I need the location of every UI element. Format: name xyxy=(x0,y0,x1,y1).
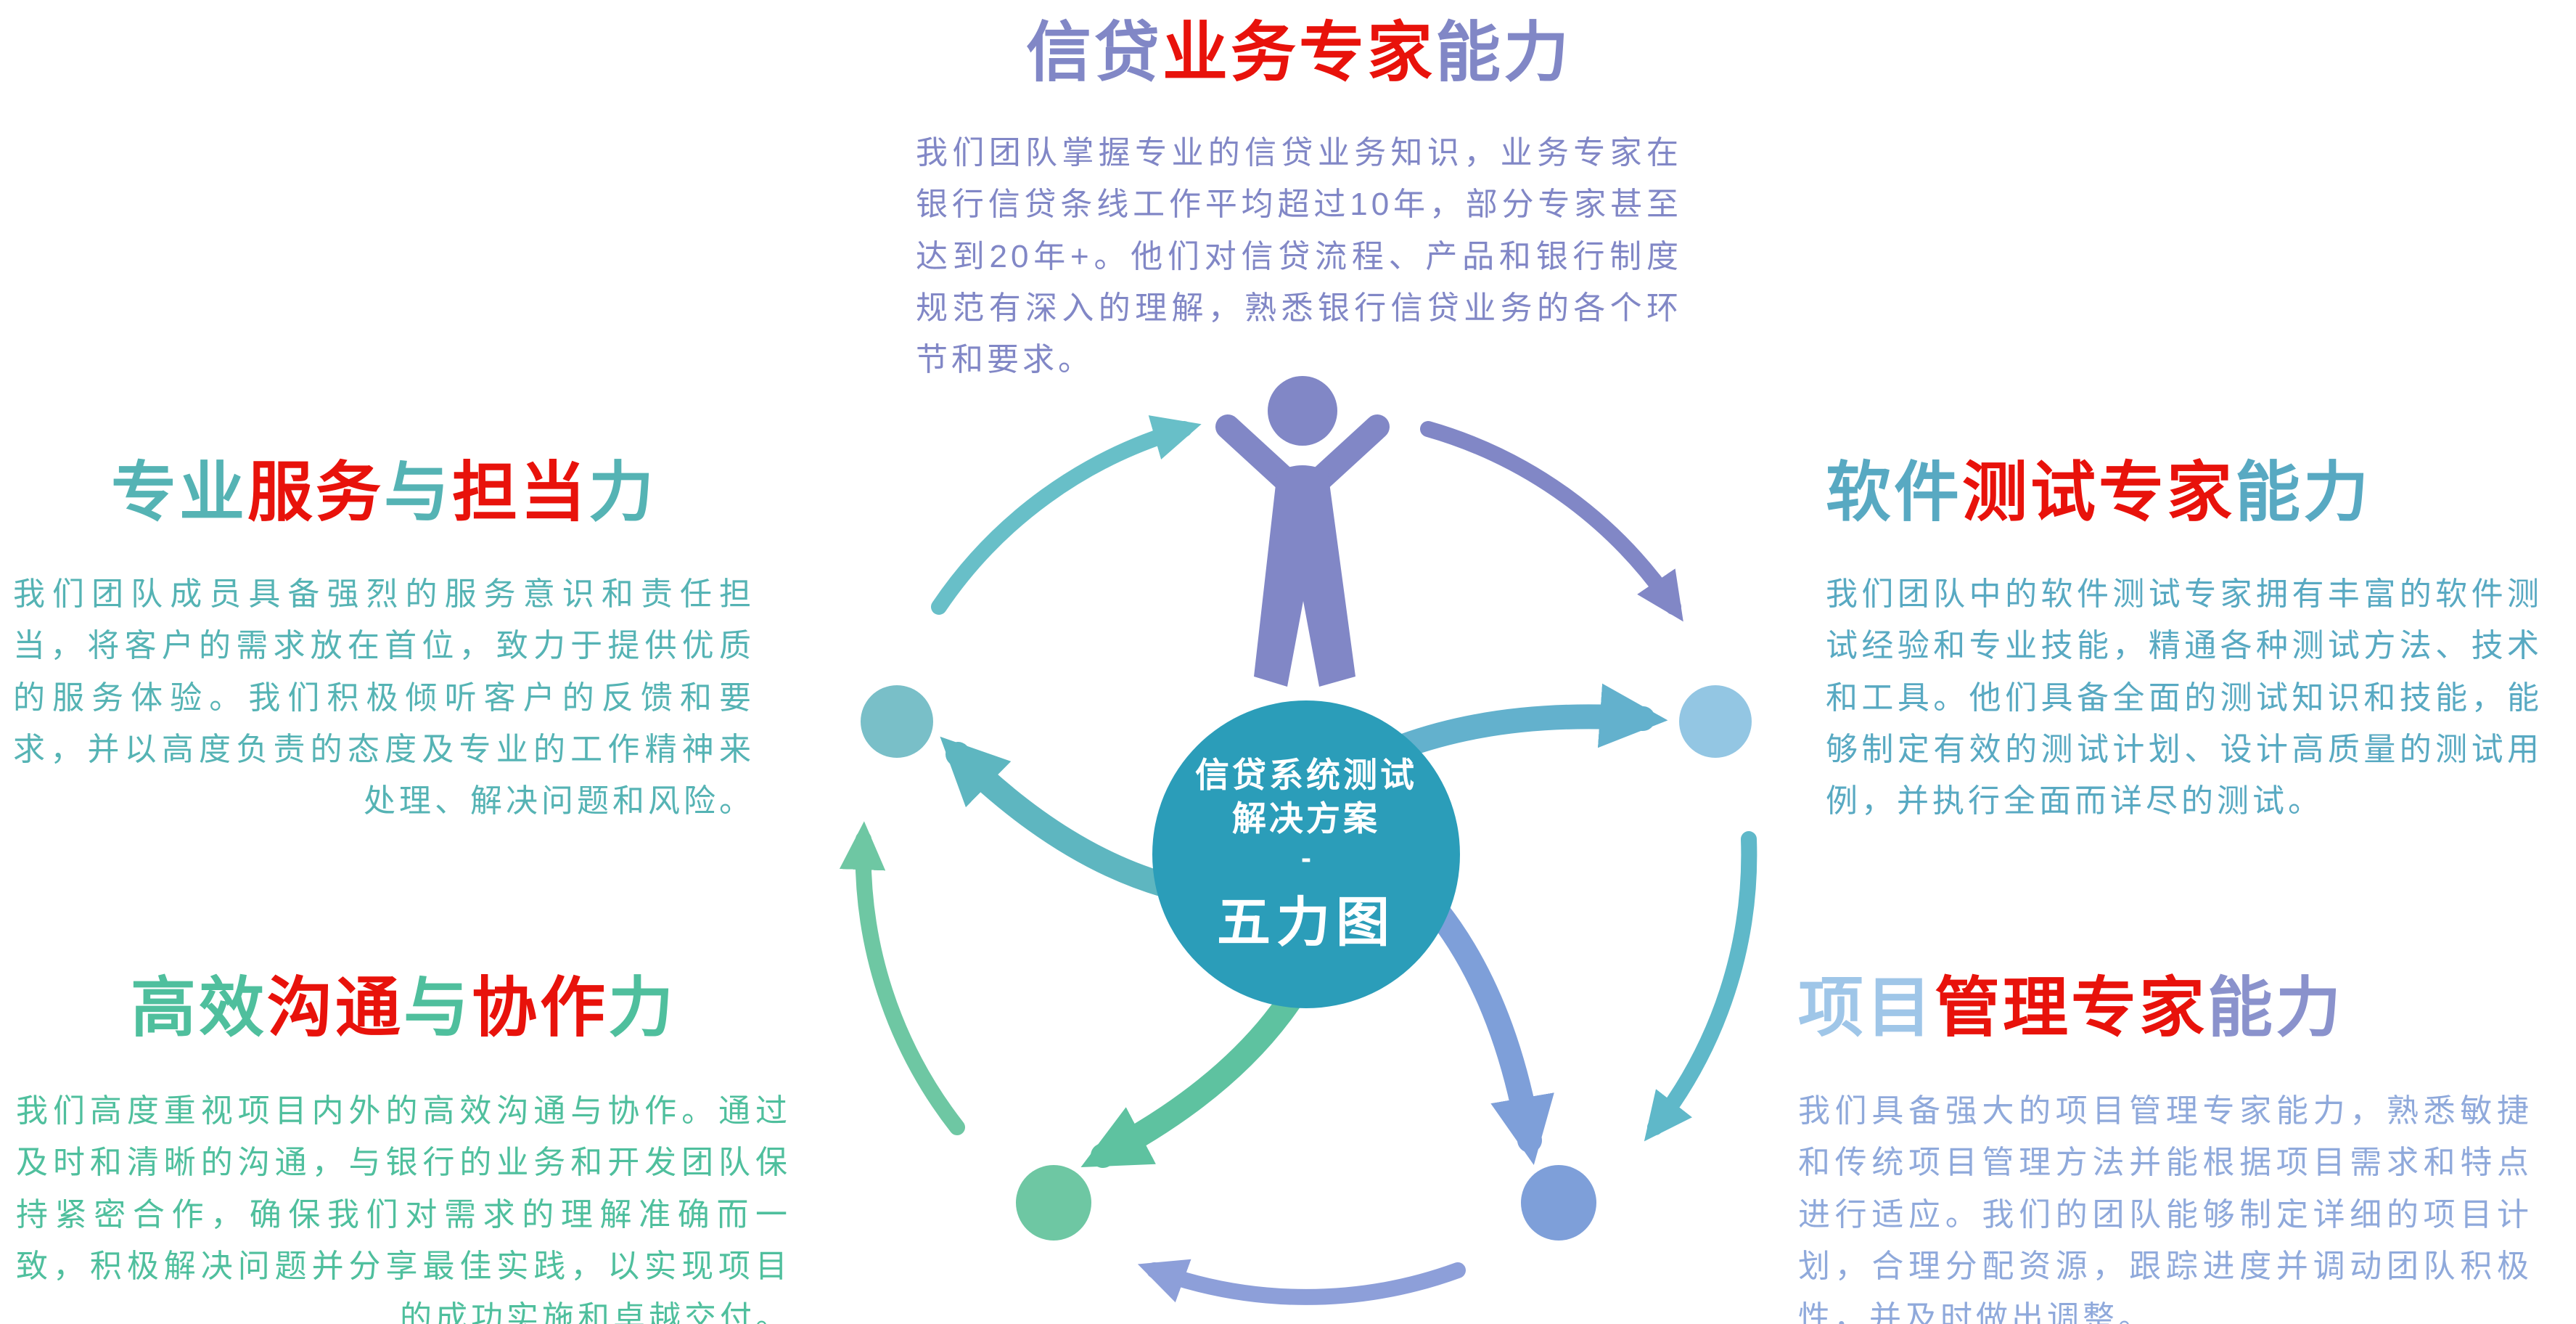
center-subtitle-line1: 信贷系统测试 xyxy=(1195,756,1417,795)
title-segment: 与 xyxy=(403,972,472,1045)
title-segment: 担当 xyxy=(452,457,588,529)
node-circle-left xyxy=(861,685,933,758)
center-separator: - xyxy=(1301,840,1311,875)
title-segment: 能力 xyxy=(2207,972,2344,1045)
outer-arrow-bottom xyxy=(1137,1259,1466,1305)
center-subtitle-line2: 解决方案 xyxy=(1232,799,1380,838)
section-body-credit-business: 我们团队掌握专业的信贷业务知识，业务专家在银行信贷条线工作平均超过10年，部分专… xyxy=(916,135,1682,378)
title-segment: 高效 xyxy=(131,972,267,1045)
section-title-software-testing: 软件测试专家能力 xyxy=(1826,457,2543,529)
center-title: 五力图 xyxy=(1217,891,1395,952)
title-segment: 沟通 xyxy=(267,972,403,1045)
section-title-professional-service: 专业服务与担当力 xyxy=(13,457,755,529)
outer-arrow-upper-left xyxy=(931,415,1202,615)
swoosh-arrow-left xyxy=(940,736,1176,897)
title-segment: 专业 xyxy=(111,457,247,529)
title-segment: 服务 xyxy=(247,457,384,529)
section-title-project-management: 项目管理专家能力 xyxy=(1798,973,2532,1045)
title-segment: 业务专家 xyxy=(1162,17,1435,89)
outer-arrow-upper-right xyxy=(1420,421,1683,622)
outer-arrow-left xyxy=(839,821,965,1135)
center-label: 信贷系统测试 解决方案 - 五力图 xyxy=(1152,746,1460,964)
title-segment: 测试专家 xyxy=(1962,457,2235,529)
title-segment: 能力 xyxy=(2235,457,2371,529)
node-circle-bottom-right xyxy=(1521,1165,1596,1241)
section-body-project-management: 我们具备强大的项目管理专家能力，熟悉敏捷和传统项目管理方法并能根据项目需求和特点… xyxy=(1798,1093,2532,1324)
section-credit-business: 信贷业务专家能力 我们团队掌握专业的信贷业务知识，业务专家在银行信贷条线工作平均… xyxy=(916,17,1682,385)
title-segment: 力 xyxy=(608,972,676,1045)
title-segment: 项目 xyxy=(1798,972,1935,1045)
title-segment: 与 xyxy=(384,457,452,529)
section-body-professional-service: 我们团队成员具备强烈的服务意识和责任担当，将客户的需求放在首位，致力于提供优质的… xyxy=(13,576,755,820)
person-icon xyxy=(1215,376,1390,687)
node-circle-bottom-left xyxy=(1016,1165,1091,1241)
outer-arrow-right xyxy=(1644,831,1757,1142)
title-segment: 能力 xyxy=(1435,17,1572,89)
center-circle xyxy=(1152,700,1460,1008)
section-title-credit-business: 信贷业务专家能力 xyxy=(916,17,1682,89)
section-body-software-testing: 我们团队中的软件测试专家拥有丰富的软件测试经验和专业技能，精通各种测试方法、技术… xyxy=(1826,576,2543,820)
title-segment: 力 xyxy=(588,457,657,529)
section-communication: 高效沟通与协作力 我们高度重视项目内外的高效沟通与协作。通过及时和清晰的沟通，与… xyxy=(16,973,791,1324)
section-software-testing: 软件测试专家能力 我们团队中的软件测试专家拥有丰富的软件测试经验和专业技能，精通… xyxy=(1826,457,2543,827)
title-segment: 协作 xyxy=(472,972,608,1045)
title-segment: 软件 xyxy=(1826,457,1962,529)
section-title-communication: 高效沟通与协作力 xyxy=(16,973,791,1045)
swoosh-arrow-bottom-left xyxy=(1080,986,1303,1168)
node-circle-right xyxy=(1679,685,1752,758)
title-segment: 管理专家 xyxy=(1935,972,2207,1045)
title-segment: 信贷 xyxy=(1026,17,1162,89)
section-body-communication: 我们高度重视项目内外的高效沟通与协作。通过及时和清晰的沟通，与银行的业务和开发团… xyxy=(16,1093,791,1324)
section-project-management: 项目管理专家能力 我们具备强大的项目管理专家能力，熟悉敏捷和传统项目管理方法并能… xyxy=(1798,973,2532,1324)
section-professional-service: 专业服务与担当力 我们团队成员具备强烈的服务意识和责任担当，将客户的需求放在首位… xyxy=(13,457,755,827)
swoosh-arrow-bottom-right xyxy=(1427,901,1554,1166)
swoosh-arrow-right xyxy=(1391,683,1668,759)
